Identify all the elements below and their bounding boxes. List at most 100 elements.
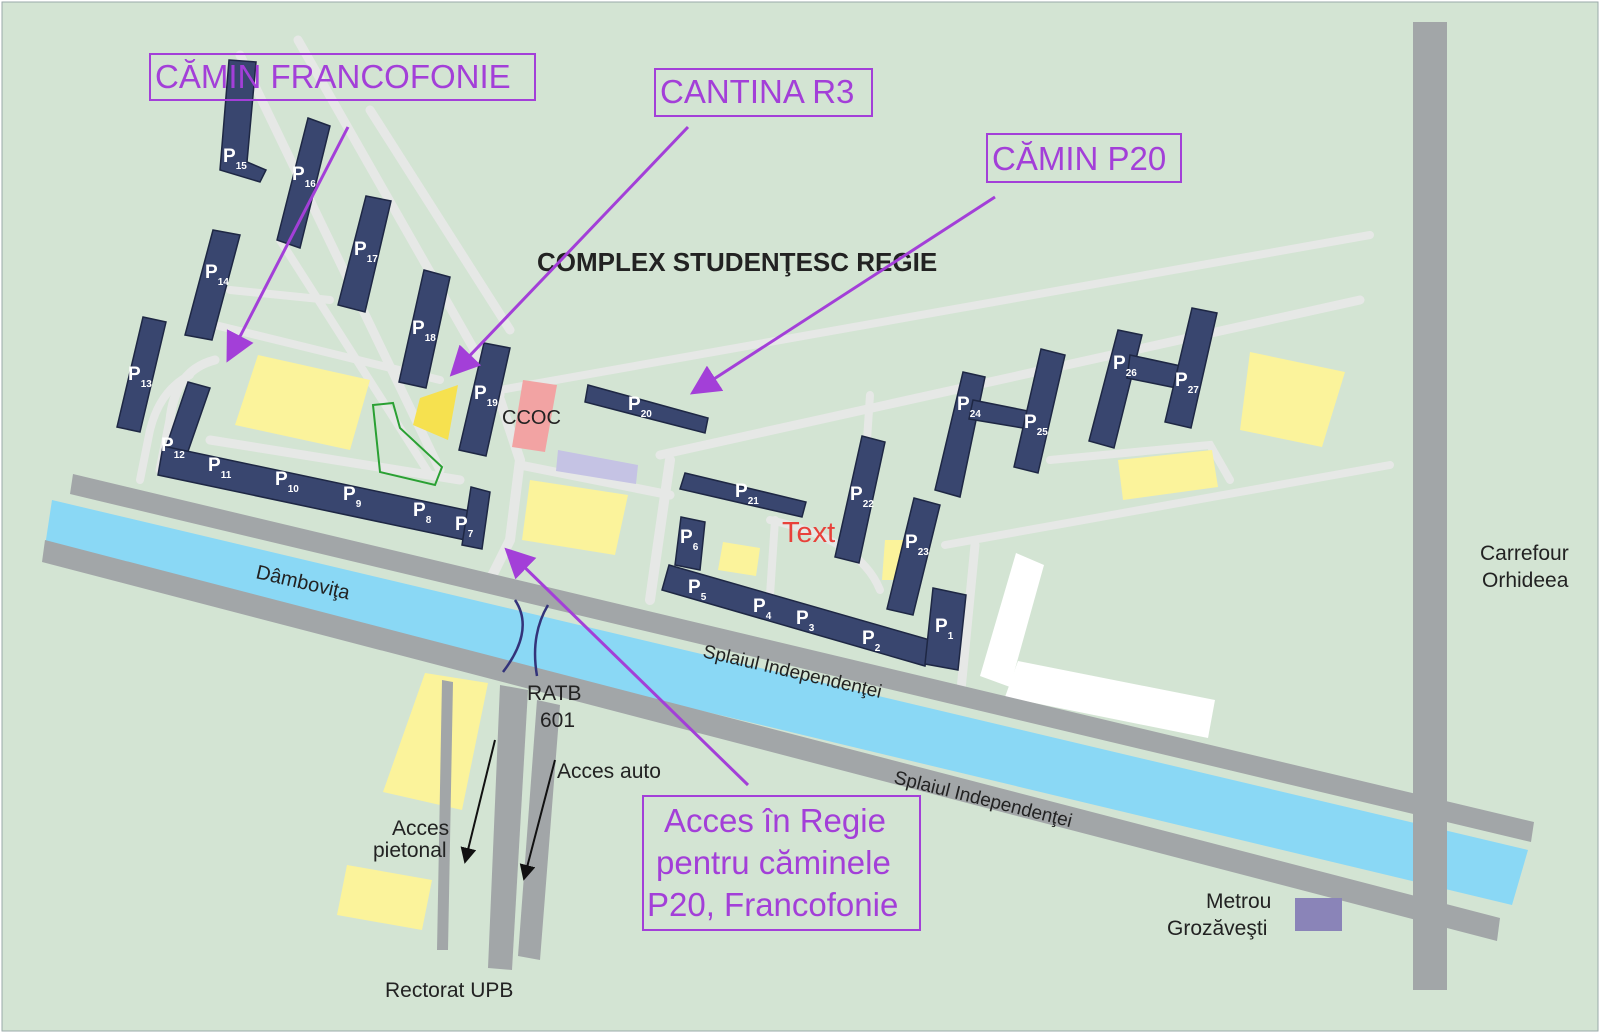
label-p27: P27	[1175, 370, 1199, 396]
label-num: 5	[701, 592, 707, 603]
label-num: 3	[809, 623, 815, 634]
label-p8: P8	[413, 500, 432, 526]
placeholder-text: Text	[782, 517, 835, 549]
callout-access-line1: Acces în Regie	[664, 802, 886, 839]
svg-text:P23: P23	[905, 532, 929, 558]
label-p24: P24	[957, 394, 981, 420]
callout-p20-text: CĂMIN P20	[992, 140, 1166, 177]
label-p7: P7	[455, 514, 474, 540]
svg-text:P15: P15	[223, 146, 247, 172]
label-prefix: P	[862, 628, 875, 649]
svg-text:P8: P8	[413, 500, 432, 526]
label-p25: P25	[1024, 412, 1048, 438]
label-prefix: P	[412, 318, 425, 339]
label-p4: P4	[753, 596, 772, 622]
label-num: 19	[487, 398, 499, 409]
label-p17: P17	[354, 239, 378, 265]
building-labels: P15 P16 P17 P18 P19 P14 P13 P12 P11 P10 …	[128, 146, 1199, 654]
label-p12: P12	[161, 435, 185, 461]
label-p6: P6	[680, 527, 699, 553]
label-prefix: P	[455, 514, 468, 535]
label-prefix: P	[796, 608, 809, 629]
yellow-areas	[235, 352, 1345, 930]
svg-text:P2: P2	[862, 628, 881, 654]
label-prefix: P	[957, 394, 970, 415]
label-p21: P21	[735, 481, 759, 507]
label-prefix: P	[413, 500, 426, 521]
label-p13: P13	[128, 364, 152, 390]
label-num: 11	[221, 470, 232, 481]
carrefour-label-line1: Carrefour	[1480, 542, 1569, 565]
acces-auto-arrow	[519, 759, 556, 881]
svg-text:P17: P17	[354, 239, 378, 265]
svg-text:P5: P5	[688, 577, 707, 603]
label-prefix: P	[343, 484, 356, 505]
metrou-label-line1: Metrou	[1206, 890, 1271, 913]
label-p18: P18	[412, 318, 436, 344]
label-num: 7	[468, 529, 474, 540]
label-p26: P26	[1113, 353, 1137, 379]
label-num: 4	[766, 611, 772, 622]
label-prefix: P	[1175, 370, 1188, 391]
map-title: COMPLEX STUDENŢESC REGIE	[537, 247, 937, 277]
label-num: 17	[367, 254, 379, 265]
svg-text:P27: P27	[1175, 370, 1199, 396]
label-p19: P19	[474, 383, 498, 409]
label-prefix: P	[128, 364, 141, 385]
svg-text:P4: P4	[753, 596, 772, 622]
label-num: 6	[693, 542, 699, 553]
callout-access: Acces în Regie pentru căminele P20, Fran…	[642, 795, 921, 931]
label-num: 18	[425, 333, 437, 344]
label-num: 23	[918, 547, 930, 558]
label-p16: P16	[292, 164, 316, 190]
label-prefix: P	[680, 527, 693, 548]
svg-text:P22: P22	[850, 484, 874, 510]
label-num: 9	[356, 499, 362, 510]
ratb-label-line1: RATB	[527, 682, 581, 705]
label-p11: P11	[208, 455, 232, 481]
carrefour-label-line2: Orhideea	[1482, 569, 1569, 592]
label-num: 2	[875, 643, 881, 654]
ccoc-label: CCOC	[502, 407, 561, 429]
label-num: 26	[1126, 368, 1138, 379]
label-prefix: P	[935, 616, 948, 637]
svg-text:P19: P19	[474, 383, 498, 409]
svg-text:P13: P13	[128, 364, 152, 390]
white-buildings	[980, 553, 1215, 738]
callout-francofonie-text: CĂMIN FRANCOFONIE	[155, 58, 511, 95]
svg-text:P18: P18	[412, 318, 436, 344]
green-outline-area	[371, 401, 444, 487]
svg-text:P9: P9	[343, 484, 362, 510]
callout-arrows	[226, 125, 996, 787]
label-num: 25	[1037, 427, 1049, 438]
label-prefix: P	[628, 394, 641, 415]
label-prefix: P	[223, 146, 236, 167]
label-num: 8	[426, 515, 432, 526]
label-p20: P20	[628, 394, 652, 420]
label-num: 15	[236, 161, 248, 172]
label-num: 10	[288, 484, 300, 495]
label-num: 12	[174, 450, 186, 461]
acces-auto-label: Acces auto	[557, 760, 661, 783]
callout-p20: CĂMIN P20	[986, 133, 1182, 183]
ratb-label-line2: 601	[540, 709, 575, 732]
label-prefix: P	[735, 481, 748, 502]
dormitory-buildings	[116, 59, 1218, 671]
callout-francofonie: CĂMIN FRANCOFONIE	[149, 53, 536, 101]
lavender-area	[556, 450, 638, 484]
callout-cantina-text: CANTINA R3	[660, 73, 854, 110]
label-prefix: P	[354, 239, 367, 260]
label-p22: P22	[850, 484, 874, 510]
svg-text:P10: P10	[275, 469, 299, 495]
label-prefix: P	[753, 596, 766, 617]
label-p23: P23	[905, 532, 929, 558]
label-p14: P14	[205, 262, 229, 288]
svg-text:P25: P25	[1024, 412, 1048, 438]
label-prefix: P	[208, 455, 221, 476]
label-prefix: P	[474, 383, 487, 404]
label-prefix: P	[292, 164, 305, 185]
label-num: 1	[948, 631, 954, 642]
svg-text:P21: P21	[735, 481, 759, 507]
